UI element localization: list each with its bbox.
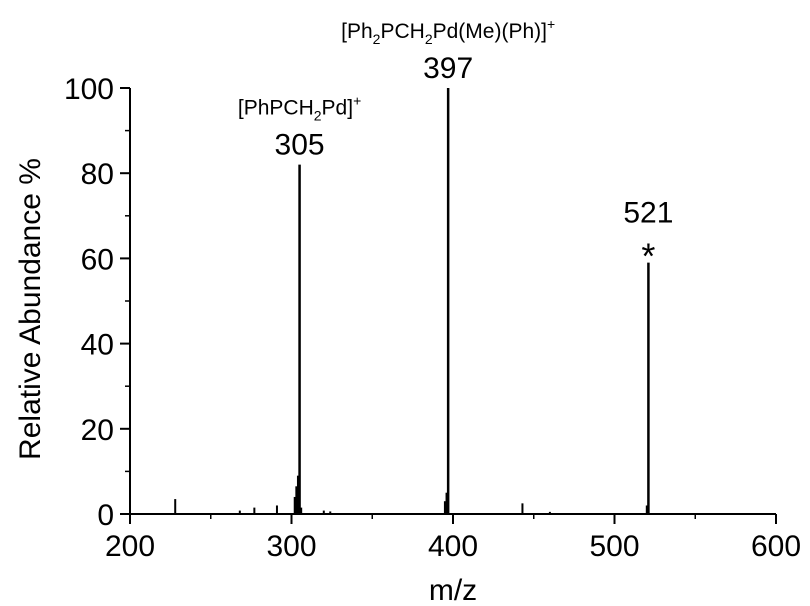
ion-formula-segment: Pd] [322,97,354,120]
ion-formula-segment: Pd(Me)(Ph)] [433,20,547,43]
tick-group: 200 300 400 500 600 0 20 40 60 80 100 [64,73,801,563]
x-tick-label: 600 [751,530,801,563]
peak-mz-label: 521 [623,197,673,230]
y-tick-label: 100 [64,73,114,106]
ion-formula-segment: + [353,93,361,109]
ion-formula-segment: 2 [314,108,322,124]
ion-formula-segment: 2 [373,31,381,47]
ion-formula-label: [PhPCH2Pd]+ [238,93,361,124]
peak-mz-label: 397 [423,52,473,85]
ion-formula-segment: + [547,16,555,32]
y-tick-label: 0 [97,499,114,532]
ion-formula-segment: [PhPCH [238,97,314,120]
x-tick-label: 500 [589,530,639,563]
x-tick-label: 400 [428,530,478,563]
y-tick-label: 40 [81,329,114,362]
peak-group [174,88,650,514]
peak-mz-label: 305 [275,129,325,162]
x-axis-label: m/z [429,574,477,606]
y-tick-label: 60 [81,243,114,276]
y-tick-label: 80 [81,158,114,191]
y-tick-label: 20 [81,414,114,447]
x-tick-label: 200 [105,530,155,563]
ion-formula-segment: [Ph [341,20,373,43]
y-axis-label: Relative Abundance % [14,158,47,460]
y-axis-label-group: Relative Abundance % [14,158,47,460]
peak-label-group: 305397521[PhPCH2Pd]+[Ph2PCH2Pd(Me)(Ph)]+… [238,16,674,277]
ion-formula-label: [Ph2PCH2Pd(Me)(Ph)]+ [341,16,555,47]
x-tick-label: 300 [266,530,316,563]
ion-formula-segment: PCH [380,20,424,43]
ion-formula-segment: 2 [425,31,433,47]
asterisk-marker: * [641,236,655,277]
